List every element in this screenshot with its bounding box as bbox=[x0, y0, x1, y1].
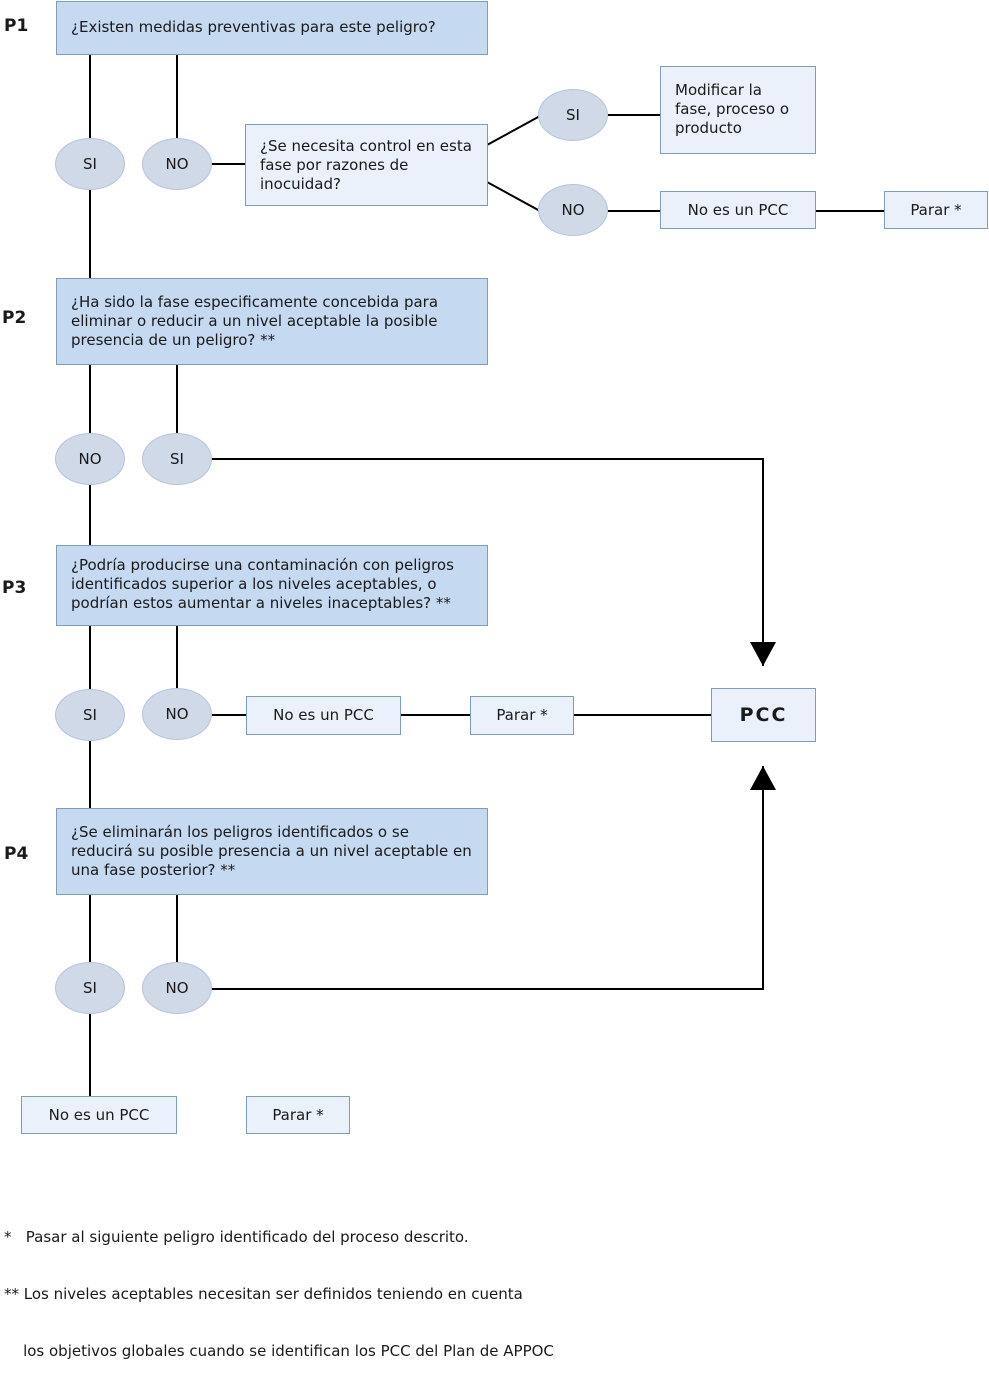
answer-si-p4: SI bbox=[55, 962, 125, 1014]
answer-no-p2: NO bbox=[55, 433, 125, 485]
footnote-2: ** Los niveles aceptables necesitan ser … bbox=[4, 1285, 523, 1303]
answer-no-p1: NO bbox=[142, 138, 212, 190]
answer-no-p4: NO bbox=[142, 962, 212, 1014]
question-p1: ¿Existen medidas preventivas para este p… bbox=[56, 1, 488, 55]
result-stop-2: Parar * bbox=[470, 696, 574, 735]
answer-no-p3: NO bbox=[142, 688, 212, 740]
result-modify: Modificar la fase, proceso o producto bbox=[660, 66, 816, 154]
question-p1b: ¿Se necesita control en esta fase por ra… bbox=[245, 124, 488, 206]
question-p2: ¿Ha sido la fase especificamente concebi… bbox=[56, 278, 488, 365]
p3-label: P3 bbox=[2, 578, 27, 598]
result-stop-1: Parar * bbox=[884, 191, 988, 229]
question-p4: ¿Se eliminarán los peligros identificado… bbox=[56, 808, 488, 895]
result-not-ccp-1: No es un PCC bbox=[660, 191, 816, 229]
answer-no-p1b: NO bbox=[538, 184, 608, 236]
footnote-3: los objetivos globales cuando se identif… bbox=[4, 1342, 554, 1360]
answer-si-p1b: SI bbox=[538, 89, 608, 141]
answer-si-p1: SI bbox=[55, 138, 125, 190]
p1-label: P1 bbox=[4, 16, 29, 36]
answer-si-p2: SI bbox=[142, 433, 212, 485]
result-stop-3: Parar * bbox=[246, 1096, 350, 1134]
p4-label: P4 bbox=[4, 844, 29, 864]
result-not-ccp-2: No es un PCC bbox=[246, 696, 401, 735]
result-ccp: PCC bbox=[711, 688, 816, 742]
answer-si-p3: SI bbox=[55, 689, 125, 741]
footnote-1: * Pasar al siguiente peligro identificad… bbox=[4, 1228, 469, 1246]
footnotes: * Pasar al siguiente peligro identificad… bbox=[4, 1190, 554, 1380]
p2-label: P2 bbox=[2, 308, 27, 328]
connector-lines bbox=[89, 54, 885, 1097]
question-p3: ¿Podría producirse una contaminación con… bbox=[56, 545, 488, 626]
result-not-ccp-3: No es un PCC bbox=[21, 1096, 177, 1134]
